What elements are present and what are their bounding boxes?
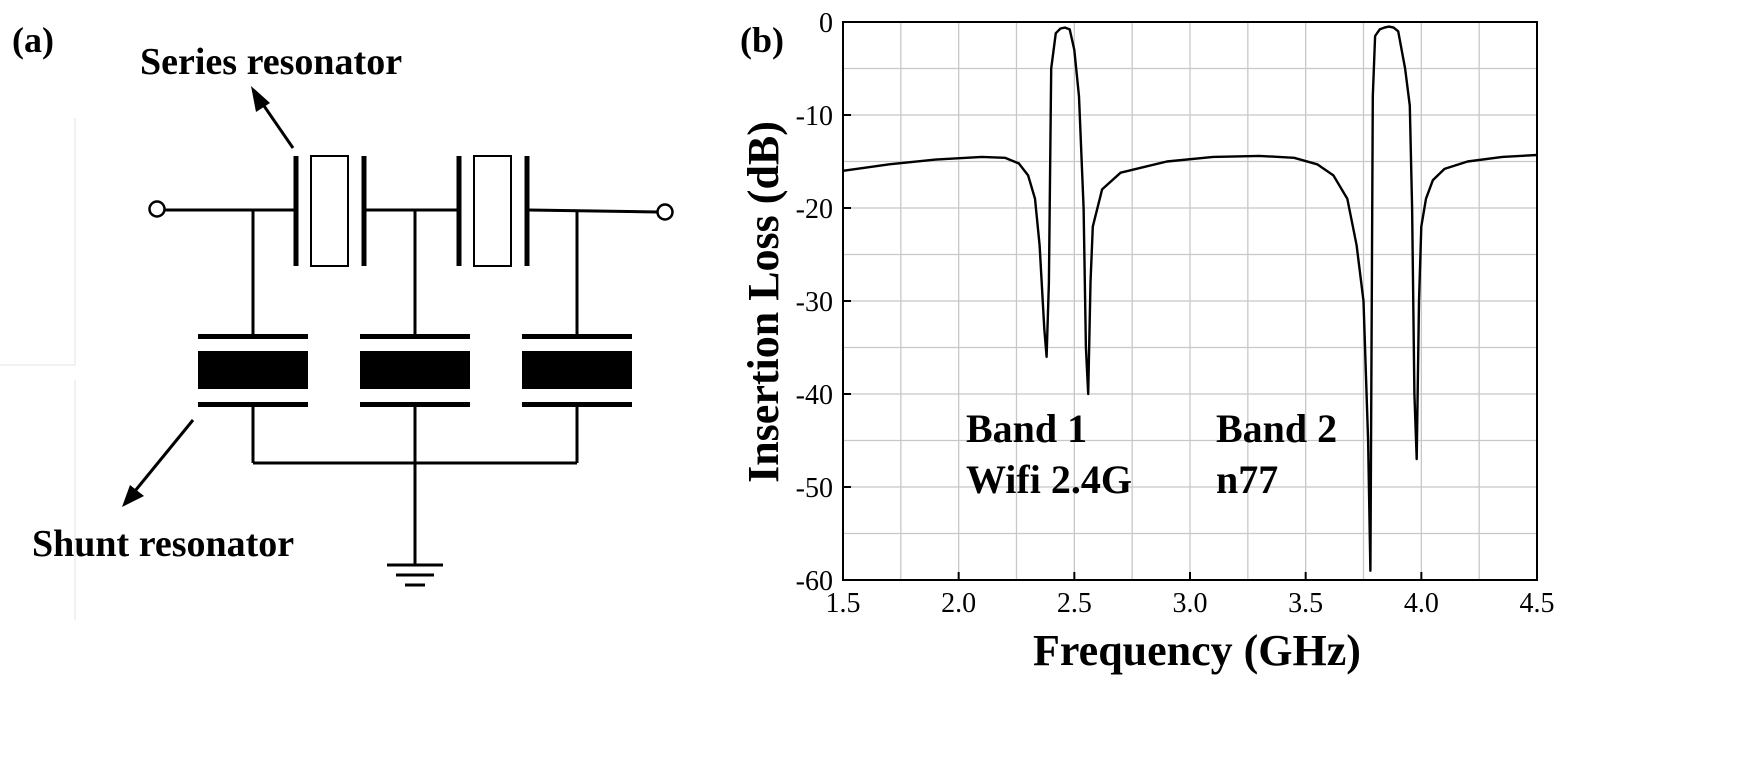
y-tick-label: -60 <box>796 566 833 597</box>
chart-grid <box>842 21 1538 581</box>
x-axis-title: Frequency (GHz) <box>1033 626 1361 675</box>
x-tick-label: 2.5 <box>1057 588 1092 619</box>
x-tick-label: 4.5 <box>1520 588 1555 619</box>
x-tick-label: 4.0 <box>1404 588 1439 619</box>
y-tick-label: -20 <box>796 194 833 225</box>
band1-subtitle: Wifi 2.4G <box>966 457 1132 502</box>
x-tick-label: 1.5 <box>826 588 861 619</box>
signal-line <box>165 208 658 214</box>
insertion-loss-series <box>842 25 1538 572</box>
y-tick-label: -30 <box>796 287 833 318</box>
y-tick-label: -10 <box>796 101 833 132</box>
series-resonator-1 <box>293 155 367 267</box>
shunt-resonator-1 <box>198 334 308 407</box>
shunt-resonator-label: Shunt resonator <box>32 523 294 565</box>
band2-subtitle: n77 <box>1216 457 1278 502</box>
band1-title: Band 1 <box>966 406 1087 451</box>
output-port-icon <box>656 203 674 221</box>
y-tick-label: -40 <box>796 380 833 411</box>
x-tick-label: 2.0 <box>941 588 976 619</box>
band2-title: Band 2 <box>1216 406 1337 451</box>
series-resonator-label: Series resonator <box>140 41 402 83</box>
panel-a-label: (a) <box>12 20 54 60</box>
input-port-icon <box>148 200 166 218</box>
y-axis-title: Insertion Loss (dB) <box>739 121 788 483</box>
panel-b-label: (b) <box>740 20 784 60</box>
y-tick-labels: 0 -10 -20 -30 -40 -50 -60 <box>796 8 833 597</box>
x-tick-label: 3.0 <box>1173 588 1208 619</box>
series-resonator-2 <box>456 155 530 267</box>
shunt-resonator-2 <box>360 334 470 407</box>
y-tick-label: 0 <box>819 8 833 39</box>
x-tick-label: 3.5 <box>1288 588 1323 619</box>
ground-icon <box>387 563 443 587</box>
shunt-resonator-3 <box>522 334 632 407</box>
panel-a-schematic: (a) Series resonator Shunt resonator <box>0 20 674 620</box>
x-tick-labels: 1.5 2.0 2.5 3.0 3.5 4.0 4.5 <box>826 588 1555 619</box>
shunt-arrow <box>122 419 195 507</box>
panel-b-chart: (b) 1.5 2.0 2.5 3.0 3.5 4.0 4.5 0 -10 -20 -30 -40 -… <box>739 8 1555 675</box>
shunt-branches <box>251 210 579 565</box>
y-tick-label: -50 <box>796 473 833 504</box>
tick-marks <box>842 21 1538 581</box>
series-arrow <box>251 86 295 149</box>
